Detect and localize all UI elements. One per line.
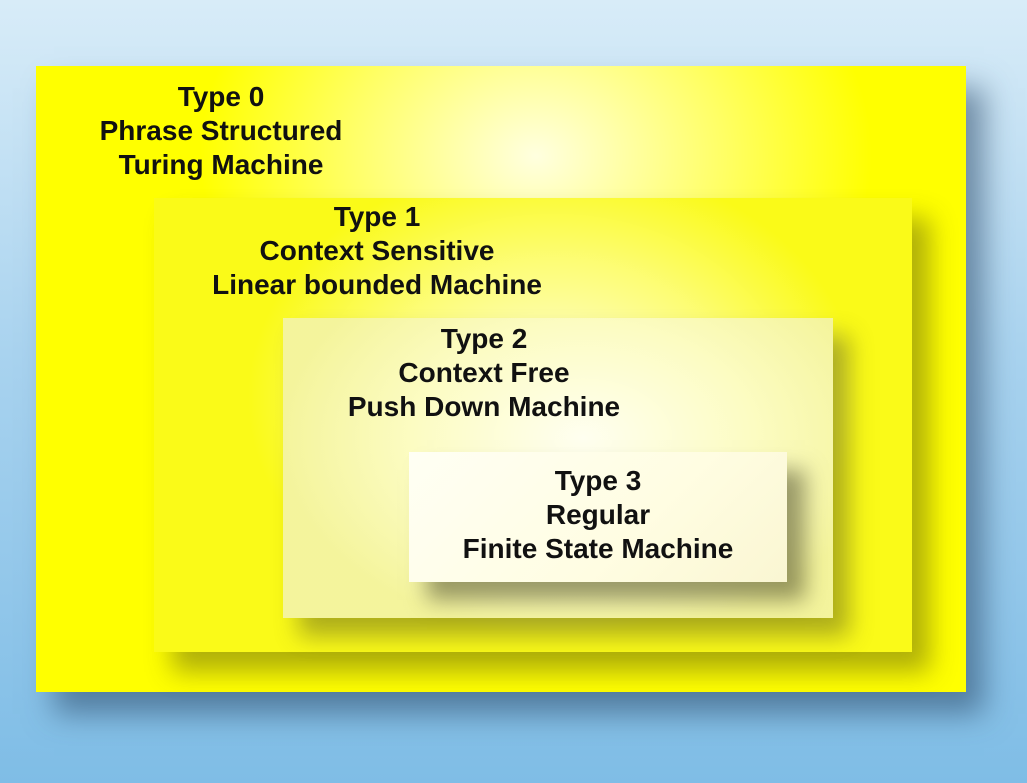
- type-2-title: Type 2: [440, 323, 528, 354]
- type-1-title: Type 1: [333, 201, 421, 232]
- type-1-label: Type 1 Context Sensitive Linear bounded …: [154, 200, 600, 302]
- type-3-grammar: Regular: [545, 499, 651, 530]
- type-2-grammar: Context Free: [398, 357, 570, 388]
- type-2-label: Type 2 Context Free Push Down Machine: [283, 322, 685, 424]
- type-1-machine: Linear bounded Machine: [212, 269, 542, 300]
- type-0-label: Type 0 Phrase Structured Turing Machine: [36, 80, 406, 182]
- type-3-title: Type 3: [554, 465, 642, 496]
- type-1-box: Type 1 Context Sensitive Linear bounded …: [154, 198, 912, 652]
- type-0-grammar: Phrase Structured: [99, 115, 343, 146]
- type-1-grammar: Context Sensitive: [259, 235, 495, 266]
- type-0-machine: Turing Machine: [118, 149, 324, 180]
- type-0-title: Type 0: [177, 81, 265, 112]
- type-0-box: Type 0 Phrase Structured Turing Machine …: [36, 66, 966, 692]
- type-3-machine: Finite State Machine: [462, 533, 734, 564]
- type-3-box: Type 3 Regular Finite State Machine: [409, 452, 787, 582]
- type-2-box: Type 2 Context Free Push Down Machine Ty…: [283, 318, 833, 618]
- type-3-label: Type 3 Regular Finite State Machine: [409, 464, 787, 566]
- type-2-machine: Push Down Machine: [347, 391, 621, 422]
